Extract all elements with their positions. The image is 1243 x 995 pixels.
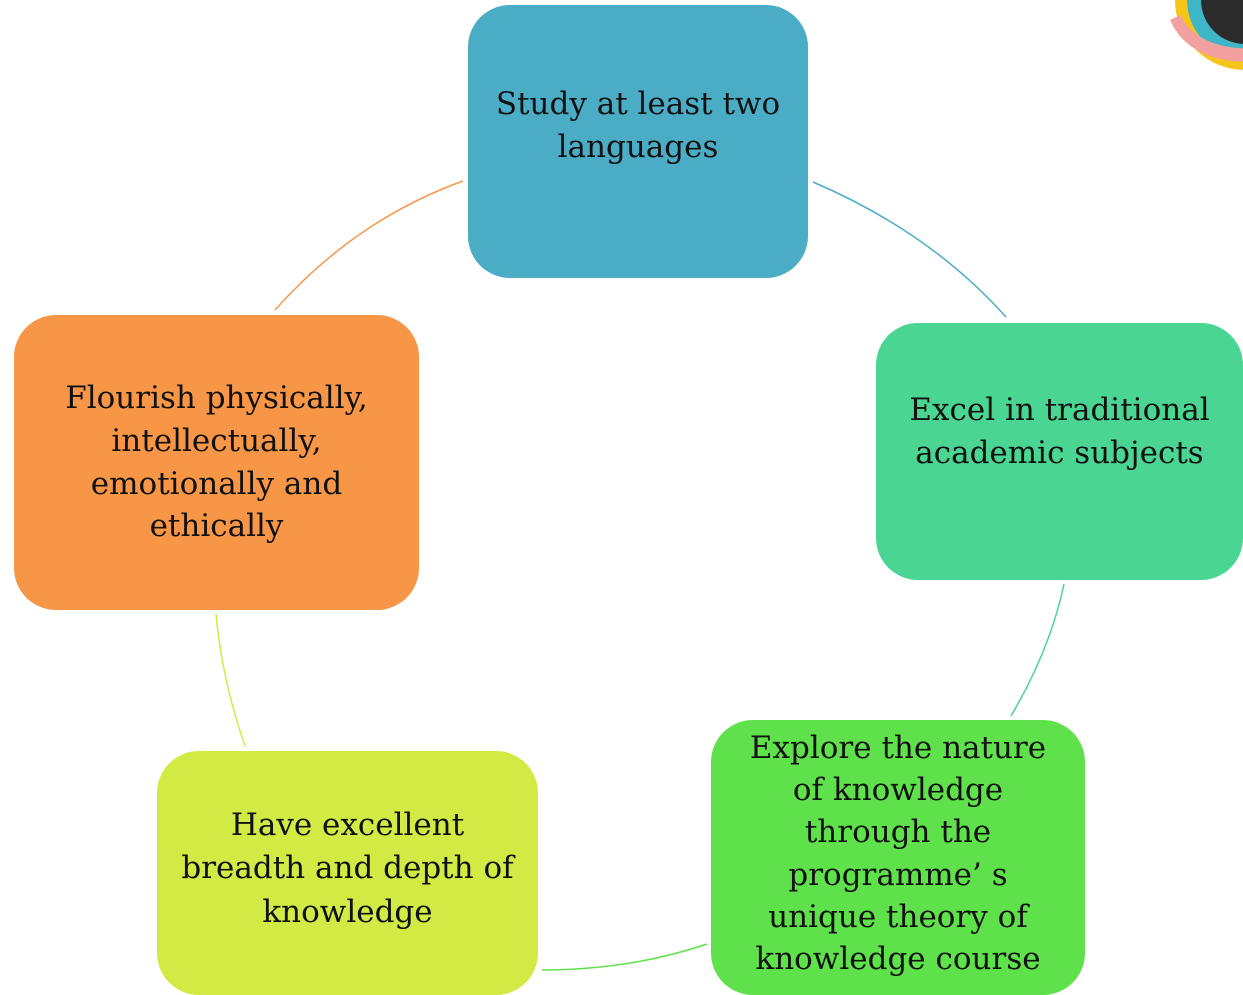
node-excel-academic-label: Excel in traditional academic subjects xyxy=(909,389,1209,476)
node-line: programme’ s xyxy=(788,856,1008,893)
node-line: breadth and depth of xyxy=(181,850,514,887)
node-line: Flourish physically, xyxy=(65,380,368,416)
connector-tok-to-knowledge xyxy=(541,943,708,971)
logo-ring-dark xyxy=(1201,0,1243,44)
node-study-languages-label: Study at least two languages xyxy=(496,83,780,170)
node-explore-knowledge: Explore the nature of knowledge through … xyxy=(711,720,1085,995)
node-excel-academic: Excel in traditional academic subjects xyxy=(876,323,1243,580)
node-line: knowledge course xyxy=(755,940,1041,977)
node-line: emotionally and xyxy=(90,465,343,502)
node-explore-knowledge-label: Explore the nature of knowledge through … xyxy=(750,727,1046,980)
node-line: Excel in traditional xyxy=(909,392,1210,428)
node-line: academic subjects xyxy=(915,435,1204,472)
node-line: Explore the nature xyxy=(749,730,1047,767)
node-breadth-depth: Have excellent breadth and depth of know… xyxy=(157,751,538,995)
node-line: Have excellent xyxy=(230,806,465,843)
node-line: knowledge xyxy=(262,893,433,930)
corner-logo-icon xyxy=(1170,0,1243,70)
connector-academic-to-tok xyxy=(1010,583,1065,717)
connector-languages-to-academic xyxy=(812,181,1007,318)
node-line: languages xyxy=(557,129,719,166)
node-line: intellectually, xyxy=(111,422,322,459)
node-line: through the xyxy=(804,814,992,851)
node-line: Study at least two xyxy=(495,86,781,122)
connector-knowledge-to-flourish xyxy=(215,613,246,747)
node-breadth-depth-label: Have excellent breadth and depth of know… xyxy=(181,804,513,934)
node-line: of knowledge xyxy=(792,772,1004,809)
node-flourish: Flourish physically, intellectually, emo… xyxy=(14,315,419,610)
node-line: ethically xyxy=(149,508,284,545)
node-line: unique theory of xyxy=(768,898,1028,935)
node-study-languages: Study at least two languages xyxy=(468,5,808,278)
connector-flourish-to-languages xyxy=(274,180,464,311)
node-flourish-label: Flourish physically, intellectually, emo… xyxy=(65,377,368,548)
logo-ring-pink xyxy=(1170,15,1243,62)
